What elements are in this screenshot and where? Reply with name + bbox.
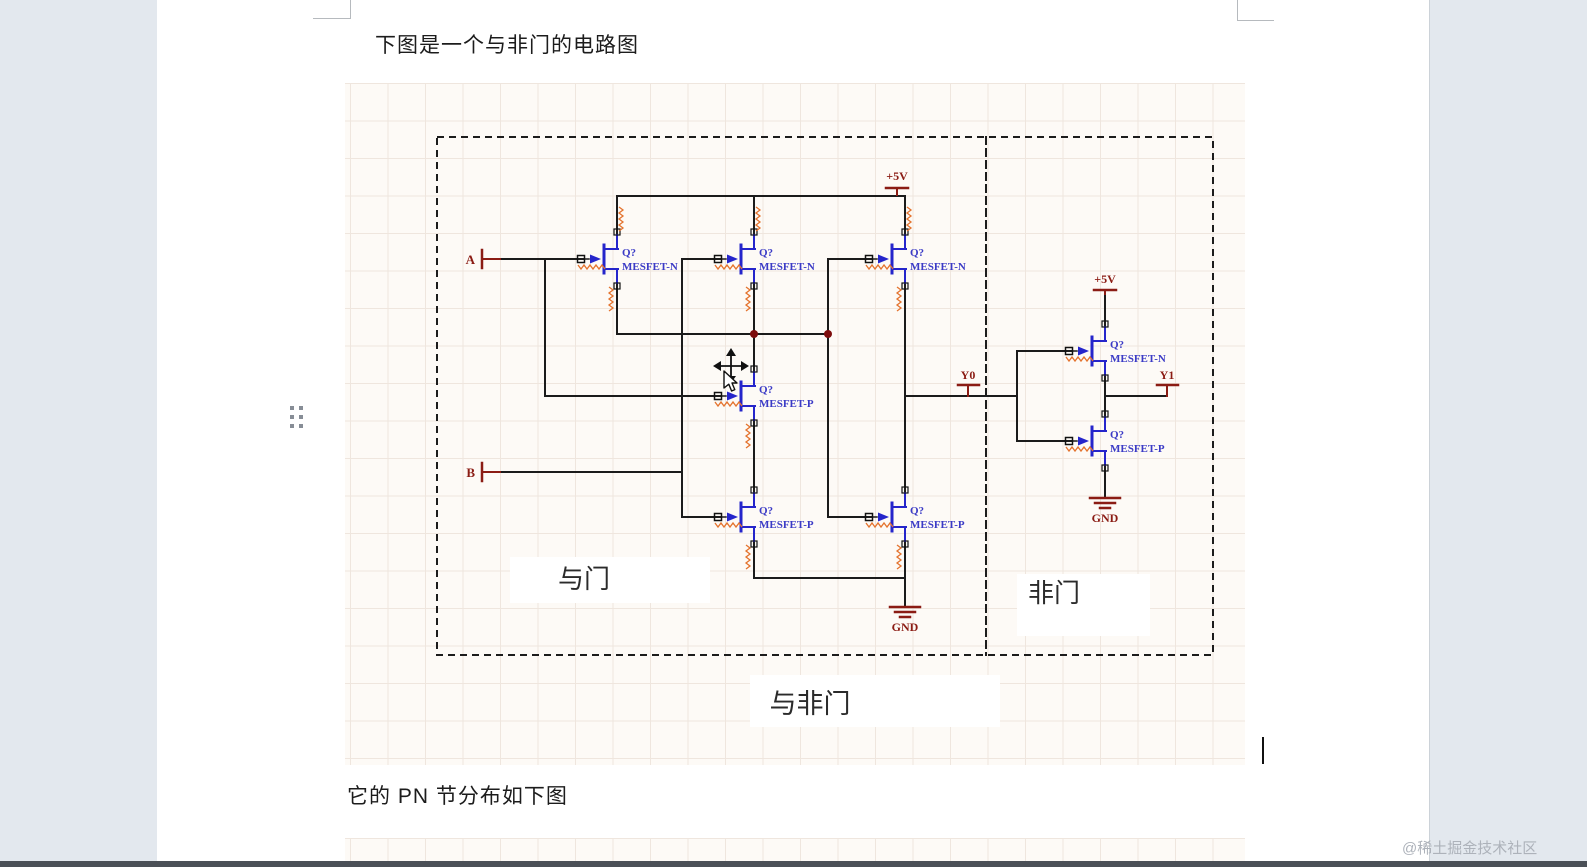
svg-text:非门: 非门 [1028, 578, 1080, 608]
svg-text:MESFET-N: MESFET-N [910, 261, 966, 273]
pn-distribution-image-top[interactable] [345, 838, 1245, 861]
svg-text:GND: GND [892, 620, 919, 634]
svg-text:B: B [466, 465, 475, 480]
svg-text:Y0: Y0 [961, 368, 976, 382]
block-drag-handle-icon[interactable] [288, 405, 304, 429]
svg-text:Q?: Q? [1110, 339, 1124, 351]
schematic-svg: Q? MESFET-N Q? MESFET-N Q? MESFET-N Q? MESFET-P… [436, 136, 1214, 727]
margin-corner-mark-right [1237, 0, 1274, 21]
doc-title: 下图是一个与非门的电路图 [375, 34, 639, 57]
watermark: @稀土掘金技术社区 [1402, 840, 1538, 857]
svg-text:Q?: Q? [622, 247, 636, 259]
svg-text:GND: GND [1092, 511, 1119, 525]
svg-text:Q?: Q? [759, 505, 773, 517]
svg-text:Q?: Q? [910, 247, 924, 259]
margin-corner-mark-left [313, 0, 351, 19]
svg-text:MESFET-P: MESFET-P [1110, 443, 1165, 455]
svg-text:MESFET-P: MESFET-P [910, 519, 965, 531]
svg-text:Y1: Y1 [1160, 368, 1175, 382]
document-page: 下图是一个与非门的电路图 Q? MESFET-N Q? MESFET-N Q? MESFE… [157, 0, 1430, 861]
doc-caption: 它的 PN 节分布如下图 [347, 785, 568, 808]
text-caret [1262, 737, 1264, 764]
svg-text:MESFET-P: MESFET-P [759, 519, 814, 531]
svg-text:Q?: Q? [910, 505, 924, 517]
svg-text:与门: 与门 [558, 564, 610, 594]
svg-text:与非门: 与非门 [770, 689, 851, 719]
bottom-bar [0, 861, 1587, 867]
svg-text:MESFET-N: MESFET-N [1110, 353, 1166, 365]
nand-circuit-image[interactable]: Q? MESFET-N Q? MESFET-N Q? MESFET-N Q? MESFET-P… [345, 83, 1245, 765]
svg-text:Q?: Q? [759, 247, 773, 259]
svg-text:MESFET-N: MESFET-N [622, 261, 678, 273]
svg-text:MESFET-P: MESFET-P [759, 398, 814, 410]
svg-text:MESFET-N: MESFET-N [759, 261, 815, 273]
svg-text:Q?: Q? [1110, 429, 1124, 441]
svg-text:+5V: +5V [886, 169, 908, 183]
svg-text:A: A [466, 252, 476, 267]
svg-text:Q?: Q? [759, 384, 773, 396]
svg-text:+5V: +5V [1094, 272, 1116, 286]
